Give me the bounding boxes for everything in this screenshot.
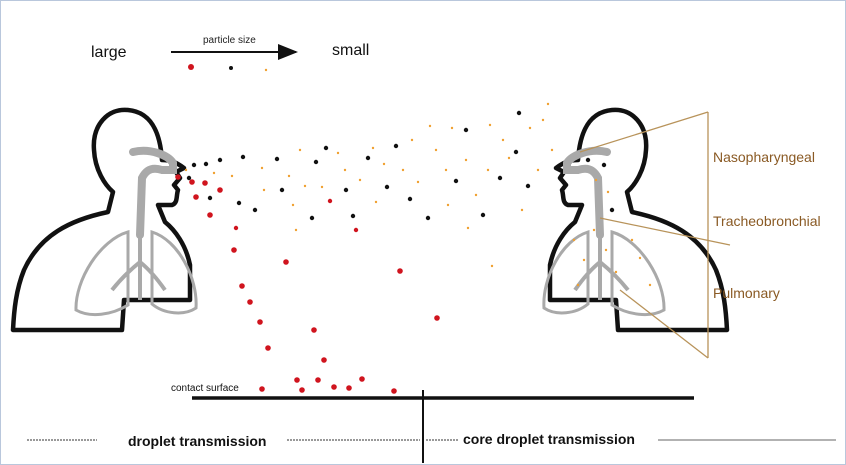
medium-particles (187, 111, 614, 220)
person-receiver-icon (544, 110, 727, 330)
person-source-icon (13, 110, 196, 330)
small-size-label: small (332, 42, 369, 60)
droplet-transmission-label: droplet transmission (128, 433, 266, 449)
region-nasopharyngeal-label: Nasopharyngeal (713, 149, 815, 165)
contact-surface-label: contact surface (171, 383, 239, 394)
particle-size-caption: particle size (203, 35, 256, 46)
legend-small-dot (265, 69, 267, 71)
core-droplet-transmission-label: core droplet transmission (463, 431, 635, 447)
legend-large-dot (188, 64, 194, 70)
large-size-label: large (91, 44, 127, 62)
legend-medium-dot (229, 66, 233, 70)
region-tracheobronchial-label: Tracheobronchial (713, 213, 821, 229)
region-pulmonary-label: Pulmonary (713, 285, 780, 301)
small-particles (185, 103, 651, 286)
large-particles (175, 174, 440, 394)
